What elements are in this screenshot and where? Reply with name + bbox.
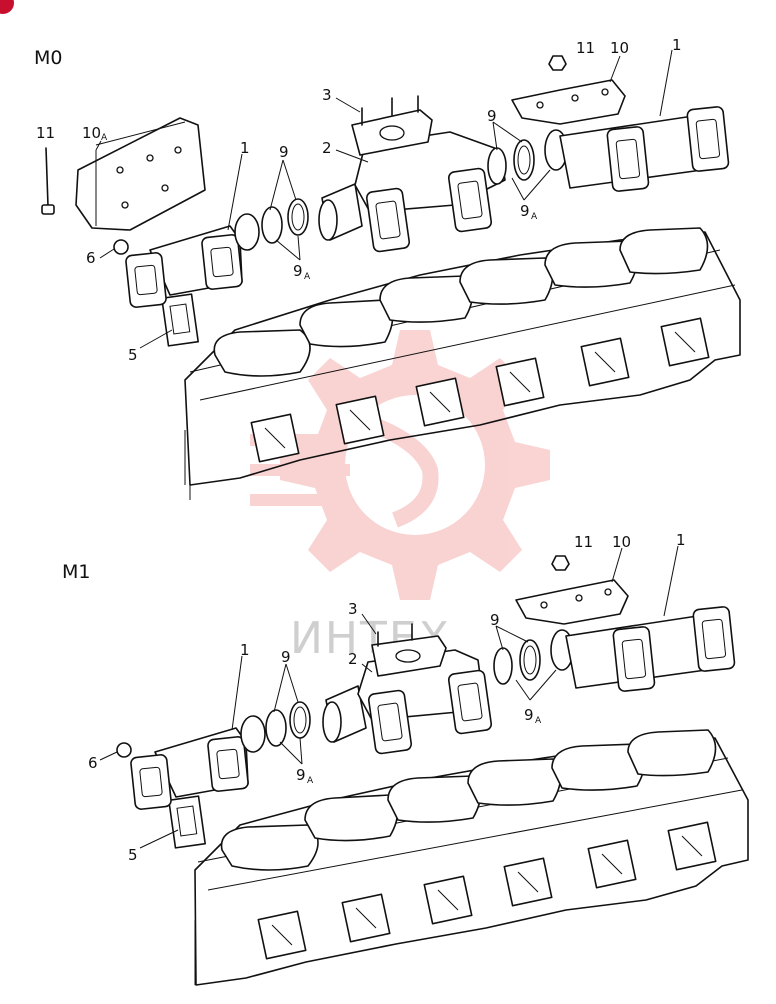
sleeve-middle (322, 685, 367, 743)
manifold-2-center (351, 95, 506, 253)
callout-label: 6 (88, 754, 98, 772)
callout-labels-m1: 1 3 2 9 9 A 6 5 9 9 A 11 10 1 (88, 531, 686, 864)
callout-sub: A (531, 212, 538, 222)
manifold-1-front (130, 715, 266, 810)
callout-sub: A (101, 133, 108, 143)
callout-label: 9 (490, 611, 500, 629)
callout-label: 11 (36, 124, 55, 142)
bolt-11-right (551, 555, 570, 571)
callout-label: 1 (672, 36, 682, 54)
callout-sub: A (307, 776, 314, 786)
callout-label: 10 (82, 124, 101, 142)
callout-label: 10 (610, 39, 629, 57)
callout-sub: A (304, 272, 311, 282)
callout-label: 9 (524, 706, 534, 724)
section-m1: M1 (62, 531, 749, 986)
nut-6 (116, 742, 132, 758)
callout-label: 2 (348, 650, 358, 668)
callout-label: 1 (240, 139, 250, 157)
manifold-1-rear (559, 106, 730, 192)
callout-label: 5 (128, 346, 138, 364)
leader-lines-m1 (99, 545, 679, 849)
seal-rings-right (493, 629, 574, 685)
callout-label: 3 (348, 600, 358, 618)
callout-label: 11 (576, 39, 595, 57)
bracket-10 (515, 579, 629, 625)
callout-label: 9 (520, 202, 530, 220)
sleeve-middle (318, 183, 363, 241)
bracket-10 (511, 79, 626, 125)
callout-label: 1 (240, 641, 250, 659)
manifold-1-rear (565, 606, 736, 692)
leader-lines-m0 (95, 49, 673, 349)
cylinder-head-m0 (184, 227, 741, 500)
callout-label: 2 (322, 139, 332, 157)
callout-sub: A (535, 716, 542, 726)
bracket-10a (75, 117, 206, 231)
seal-rings-left (265, 701, 311, 747)
corner-badge (0, 0, 14, 14)
gasket-5 (168, 795, 206, 849)
seal-rings-right (487, 129, 568, 185)
callout-labels-m0: 11 10 A 1 3 2 9 9 A 6 5 9 9 A 11 10 1 (36, 36, 682, 364)
callout-label: 5 (128, 846, 138, 864)
callout-label: 6 (86, 249, 96, 267)
callout-label: 9 (279, 143, 289, 161)
callout-label: 9 (281, 648, 291, 666)
manifold-2-center (357, 623, 493, 755)
cylinder-head-m1 (194, 729, 749, 986)
callout-label: 9 (296, 766, 306, 784)
callout-label: 10 (612, 533, 631, 551)
section-title: M0 (34, 47, 62, 69)
callout-label: 3 (322, 86, 332, 104)
gasket-5 (161, 293, 199, 347)
manifold-1-front (125, 213, 260, 308)
nut-6 (113, 239, 129, 255)
bolt-11-right (548, 55, 567, 71)
callout-label: 9 (487, 107, 497, 125)
callout-label: 11 (574, 533, 593, 551)
callout-label: 9 (293, 262, 303, 280)
seal-rings-left (261, 198, 309, 244)
bolt-11-left (41, 147, 55, 215)
section-m0: M0 (34, 36, 741, 500)
section-title: M1 (62, 561, 90, 583)
callout-label: 1 (676, 531, 686, 549)
